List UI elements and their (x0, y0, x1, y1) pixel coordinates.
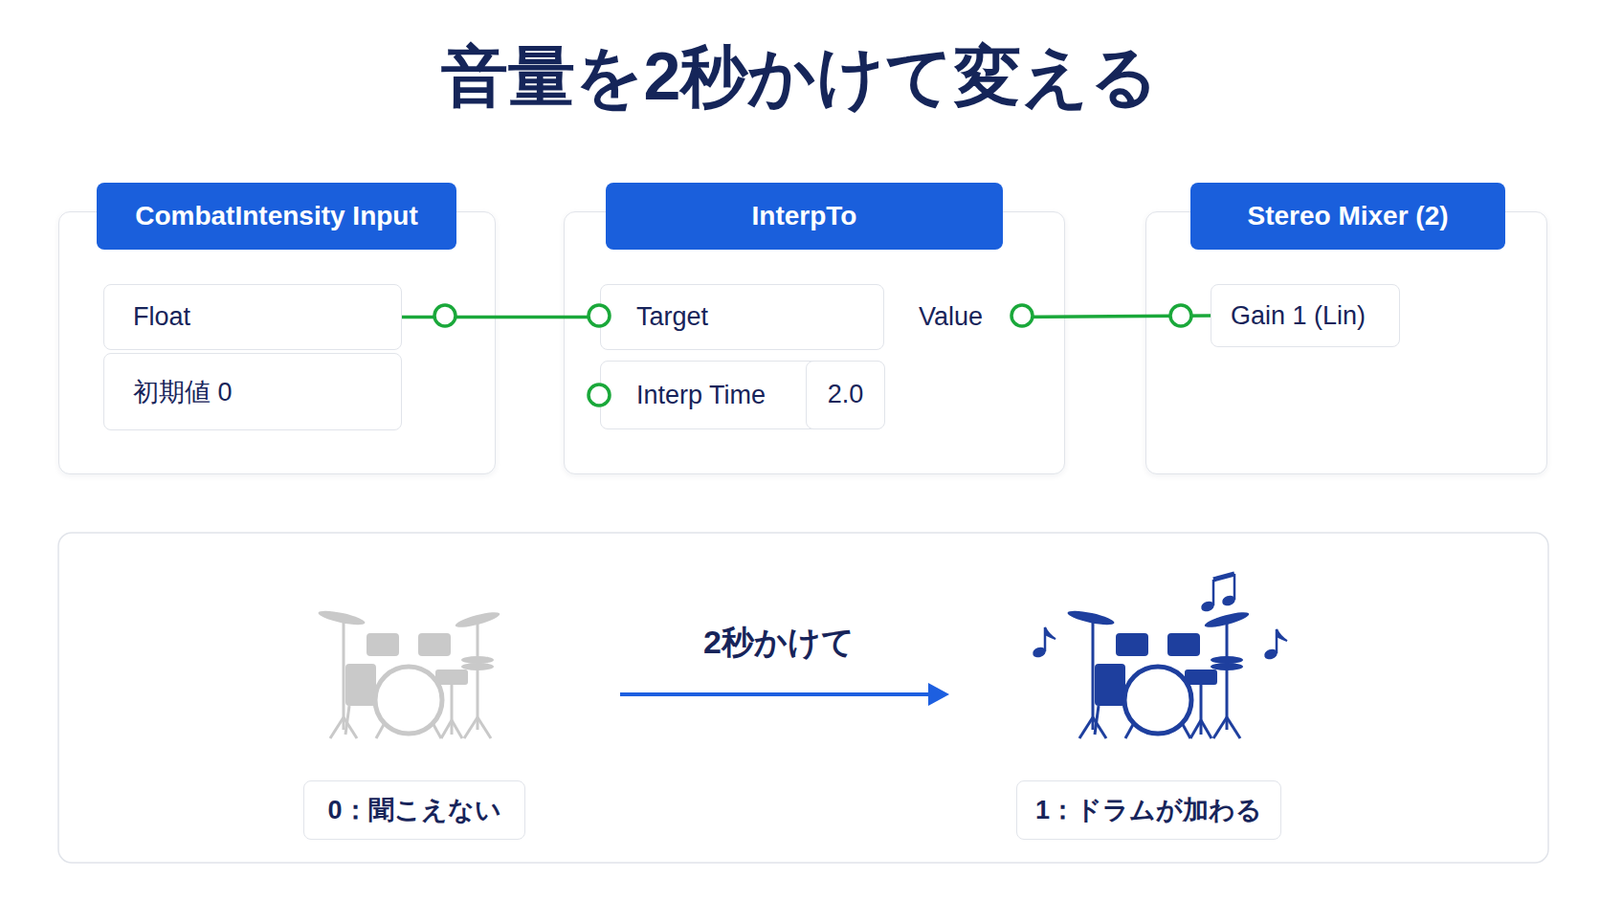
edges-group (401, 315, 1211, 318)
drum-kit-active (1066, 608, 1251, 739)
drum-kit-muted (317, 608, 502, 739)
signal-wire (1012, 315, 1211, 318)
node-label: Target (636, 302, 709, 333)
music-note (1031, 627, 1056, 660)
state-caption: 1：ドラムが加わる (1016, 780, 1282, 841)
node-label: Float (133, 302, 191, 333)
node-label: 2.0 (827, 379, 865, 410)
pins-group (434, 305, 1192, 406)
node-panel: InterpToTargetInterp Time2.0Value (563, 211, 1066, 475)
type-field: Float (103, 284, 402, 351)
node-label: Gain 1 (Lin) (1230, 301, 1366, 332)
input-pin (588, 384, 610, 406)
music-note (1200, 574, 1238, 614)
node-label: 1：ドラムが加わる (1035, 793, 1263, 828)
node-label: Value (918, 302, 983, 333)
output-pin (434, 305, 456, 327)
transition-panel (58, 533, 1549, 864)
node-panel: CombatIntensity InputFloat初期値 0 (58, 211, 496, 475)
panel-heading: Stereo Mixer (2) (1190, 182, 1506, 250)
output-label: Value (910, 284, 1013, 351)
transition-arrow (620, 692, 933, 697)
node-label: 初期値 0 (133, 375, 233, 410)
diagram-title: 音量を2秒かけて変える (0, 32, 1600, 121)
node-label: Interp Time (636, 380, 766, 411)
input-pin (1170, 305, 1192, 327)
transition-arrowhead (928, 683, 950, 707)
panel-heading: CombatIntensity Input (96, 182, 457, 250)
input-field: Target (600, 284, 885, 351)
value-box: 2.0 (805, 360, 886, 430)
input-field: Gain 1 (Lin) (1210, 284, 1400, 348)
signal-wire (401, 315, 600, 320)
state-caption: 0：聞こえない (303, 780, 526, 841)
output-pin (1011, 305, 1033, 327)
input-field: Interp Time 2.0 (600, 360, 885, 430)
input-pin (588, 305, 610, 327)
transition-label: 2秒かけて (703, 621, 855, 666)
panel-heading: InterpTo (605, 182, 1003, 250)
node-label: 0：聞こえない (327, 793, 501, 828)
node-panel: Stereo Mixer (2)Gain 1 (Lin) (1145, 211, 1548, 475)
music-note (1263, 629, 1288, 662)
default-field: 初期値 0 (103, 353, 402, 431)
